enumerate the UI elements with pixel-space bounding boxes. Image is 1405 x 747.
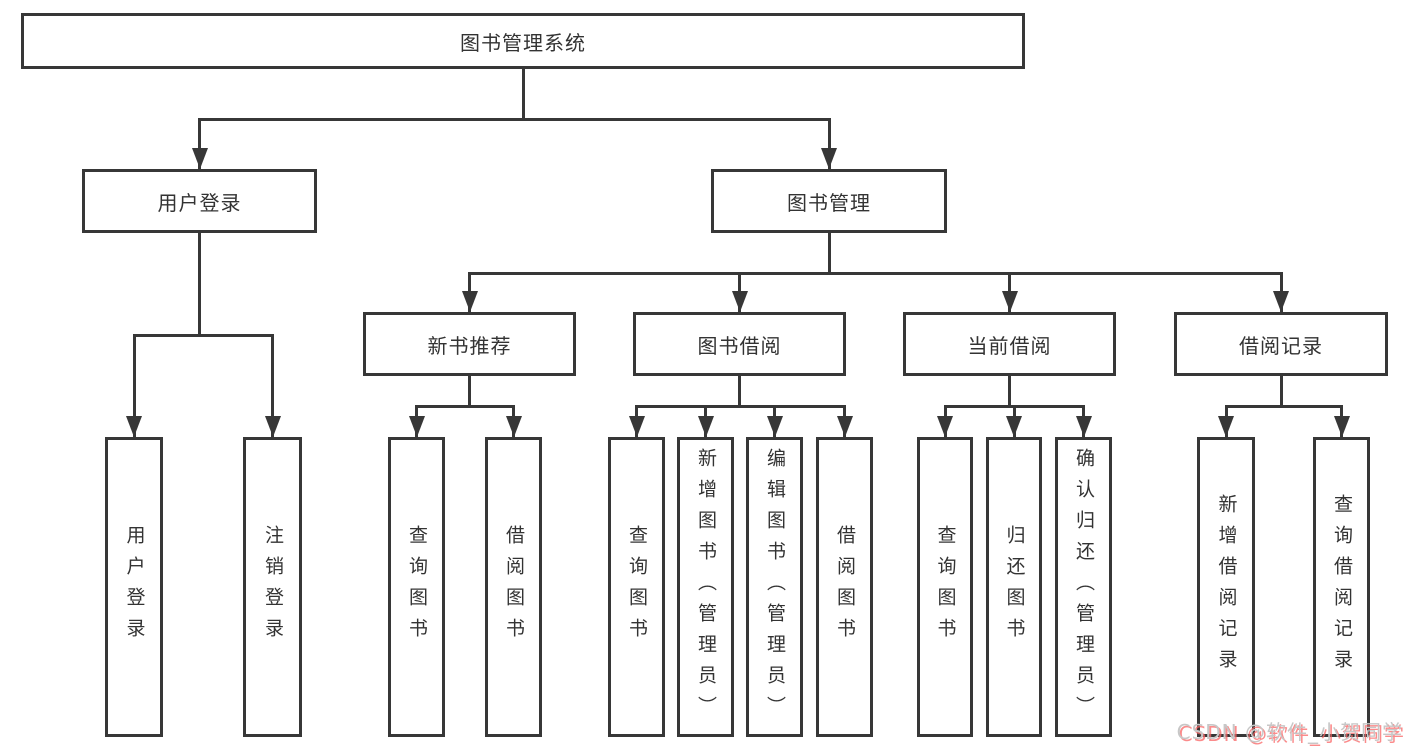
node-leaf-query-book-2: 查询图书 [608,437,665,737]
node-label: 借阅图书 [503,525,525,649]
watermark: CSDN @软件_小贺同学 [1176,720,1403,744]
node-label: 归还图书 [1003,525,1026,649]
node-label: 确认归还（管理员） [1073,447,1095,727]
arrow-down-icon [937,416,953,437]
node-leaf-confirm-return: 确认归还（管理员） [1055,437,1112,737]
node-new-book-rec: 新书推荐 [363,312,576,376]
node-leaf-add-borrow-record: 新增借阅记录 [1197,437,1255,737]
connector-line [271,335,274,437]
arrow-down-icon [461,291,478,312]
connector-line [132,333,274,337]
node-leaf-user-login: 用户登录 [105,437,163,737]
connector-line [827,233,831,275]
connector-line [468,376,471,408]
node-borrow-records: 借阅记录 [1174,312,1388,376]
arrow-down-icon [766,416,783,437]
node-book-mgmt: 图书管理 [711,169,947,233]
connector-line [521,69,525,121]
node-label: 图书管理 [787,190,871,215]
node-label: 用户登录 [123,525,146,649]
arrow-down-icon [1075,416,1092,437]
node-label: 注销登录 [262,525,284,649]
arrow-down-icon [126,416,142,437]
node-leaf-return-book: 归还图书 [986,437,1042,737]
node-label: 新增图书（管理员） [695,447,717,727]
connector-line [738,376,741,408]
connector-line [635,404,846,408]
node-leaf-add-book: 新增图书（管理员） [677,437,734,737]
arrow-down-icon [697,416,714,437]
node-label: 图书管理系统 [460,30,586,55]
arrow-down-icon [1218,416,1234,437]
node-label: 用户登录 [157,190,242,215]
connector-line [132,335,136,437]
connector-line [1008,376,1011,408]
connector-line [827,119,831,169]
node-current-borrow: 当前借阅 [903,312,1116,376]
node-leaf-edit-book: 编辑图书（管理员） [746,437,803,737]
node-label: 查询图书 [934,525,957,649]
node-label: 查询借阅记录 [1331,494,1353,680]
node-label: 查询图书 [626,525,648,649]
node-label: 新增借阅记录 [1215,494,1238,680]
arrow-down-icon [1273,291,1289,312]
node-label: 编辑图书（管理员） [764,447,786,727]
arrow-down-icon [821,148,837,169]
node-book-borrow: 图书借阅 [633,312,846,376]
arrow-down-icon [836,416,853,437]
arrow-down-icon [408,416,425,437]
arrow-down-icon [1001,291,1018,312]
connector-line [415,404,515,408]
arrow-down-icon [731,291,748,312]
node-label: 新书推荐 [427,333,512,358]
node-user-login: 用户登录 [82,169,317,233]
arrow-down-icon [264,416,281,437]
connector-line [198,233,201,337]
node-leaf-query-book-1: 查询图书 [388,437,445,737]
node-label: 借阅图书 [834,525,856,649]
arrow-down-icon [1006,416,1022,437]
node-label: 当前借阅 [967,333,1052,358]
arrow-down-icon [628,416,645,437]
node-leaf-query-borrow-record: 查询借阅记录 [1313,437,1370,737]
node-label: 借阅记录 [1239,333,1323,358]
node-leaf-logout: 注销登录 [243,437,302,737]
node-label: 查询图书 [406,525,428,649]
node-leaf-borrow-book-1: 借阅图书 [485,437,542,737]
node-leaf-query-book-3: 查询图书 [917,437,973,737]
node-label: 图书借阅 [697,333,782,358]
connector-line [198,117,831,121]
connector-line [1224,404,1343,408]
node-leaf-borrow-book-2: 借阅图书 [816,437,873,737]
connector-line [198,119,201,169]
arrow-down-icon [191,148,208,169]
arrow-down-icon [1333,416,1350,437]
connector-line [468,271,1283,275]
node-root: 图书管理系统 [21,13,1025,69]
arrow-down-icon [505,416,522,437]
connector-line [1279,376,1283,408]
